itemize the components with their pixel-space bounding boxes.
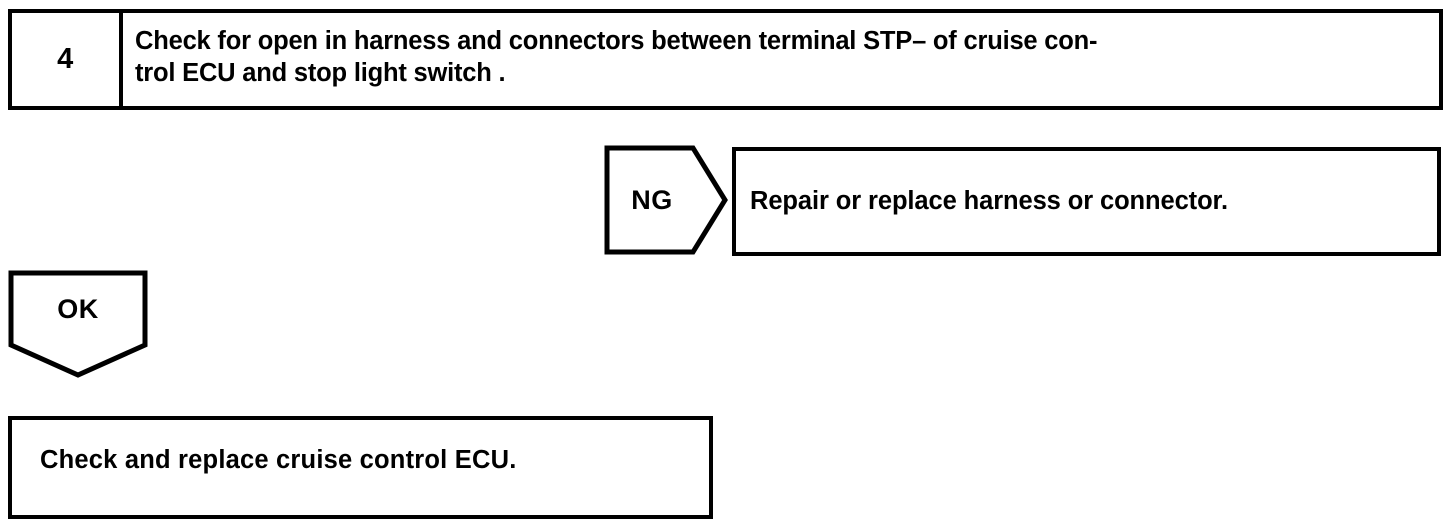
step-box: 4 Check for open in harness and connecto… xyxy=(8,9,1443,110)
ng-branch-label: NG xyxy=(631,184,673,215)
final-action-box: Check and replace cruise control ECU. xyxy=(8,416,713,519)
step-instruction-text: Check for open in harness and connectors… xyxy=(135,27,1098,87)
step-instruction-cell: Check for open in harness and connectors… xyxy=(123,13,1439,106)
ok-branch-label: OK xyxy=(57,293,99,324)
step-number-cell: 4 xyxy=(12,13,123,106)
ng-arrow-shape xyxy=(604,145,728,255)
ok-arrow-shape xyxy=(8,270,148,378)
final-action-text: Check and replace cruise control ECU. xyxy=(40,446,517,474)
ok-branch-arrow: OK xyxy=(8,270,148,378)
repair-result-text: Repair or replace harness or connector. xyxy=(750,187,1228,216)
repair-result-box: Repair or replace harness or connector. xyxy=(732,147,1441,256)
step-number: 4 xyxy=(57,43,74,75)
ng-branch-arrow: NG xyxy=(604,145,728,255)
